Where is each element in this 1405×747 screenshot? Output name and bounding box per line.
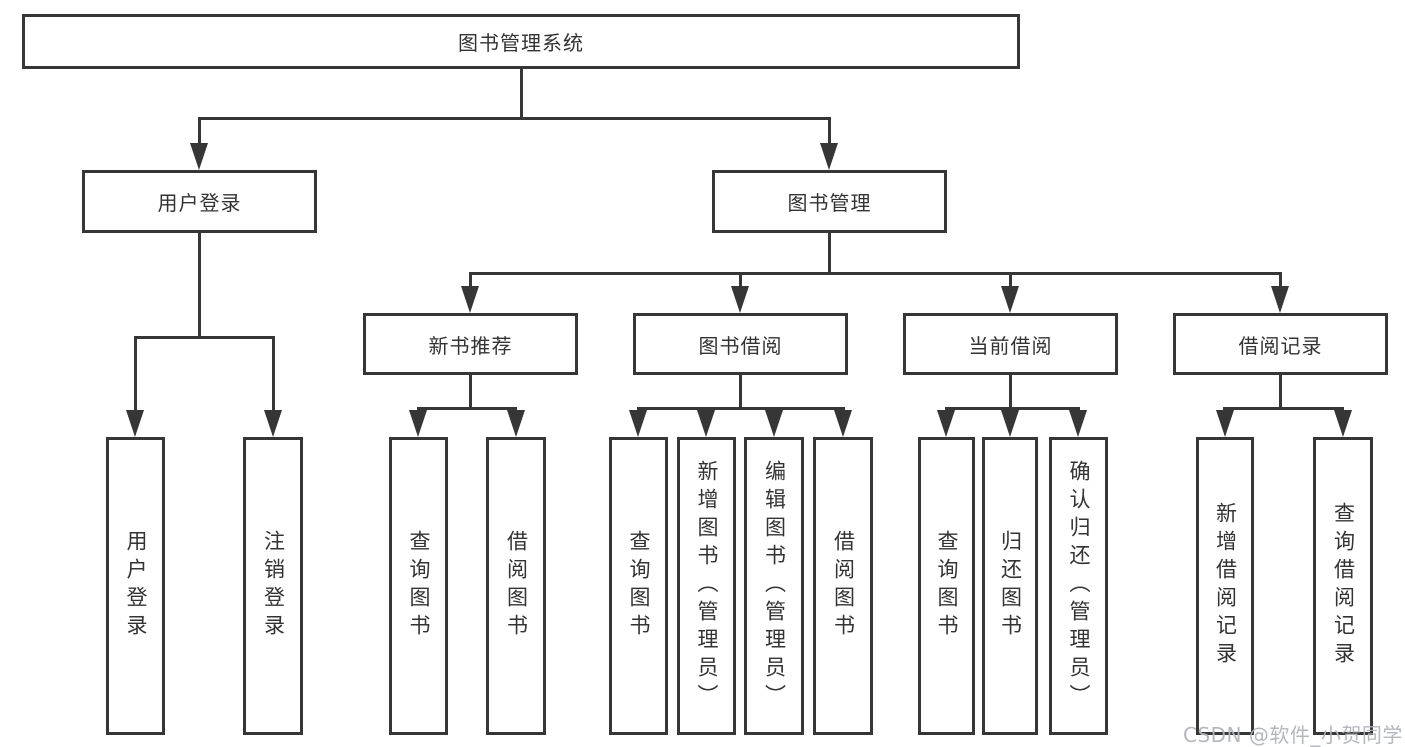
node-current-borrowing: 当前借阅	[903, 313, 1118, 375]
connector-g1-split	[637, 407, 845, 410]
arrowhead-g0-leaf2	[507, 410, 525, 437]
arrowhead-g3-leaf2	[1334, 410, 1352, 437]
connector-book-borrow-drop	[739, 272, 742, 290]
connector-g2-stem	[1009, 373, 1012, 409]
node-book-management-label: 图书管理	[787, 191, 872, 215]
arrowhead-g1-leaf3	[765, 410, 783, 437]
connector-new-books-drop	[469, 272, 472, 290]
leaf-recommend-borrow-books: 借阅图书	[486, 437, 546, 735]
arrowhead-g3-leaf1	[1216, 410, 1234, 437]
csdn-watermark: CSDN @软件_小贺同学	[1183, 723, 1403, 747]
connector-book-mgmt-drop	[828, 117, 831, 146]
leaf-borrow-books-label: 借阅图书	[831, 530, 856, 642]
arrowhead-current-borrow	[1001, 286, 1019, 313]
leaf-recommend-query-books: 查询图书	[389, 437, 448, 735]
node-library-system-label: 图书管理系统	[458, 31, 584, 55]
arrowhead-g1-leaf2	[697, 410, 715, 437]
leaf-add-borrow-record-label: 新增借阅记录	[1213, 502, 1238, 670]
arrowhead-g0-leaf1	[409, 410, 427, 437]
leaf-edit-books-admin-label: 编辑图书（管理员）	[762, 460, 787, 712]
leaf-user-login-label: 用户登录	[124, 530, 148, 642]
arrowhead-borrow-records	[1271, 286, 1289, 313]
leaf-confirm-return-admin-label: 确认归还（管理员）	[1067, 460, 1091, 712]
node-new-book-recommend-label: 新书推荐	[428, 333, 513, 358]
connector-g1-stem	[739, 373, 742, 409]
leaf-confirm-return-admin: 确认归还（管理员）	[1049, 437, 1108, 735]
connector-level2-split	[198, 117, 831, 120]
node-book-borrowing-label: 图书借阅	[698, 333, 783, 358]
arrowhead-book-borrow	[731, 286, 749, 313]
leaf-recommend-borrow-books-label: 借阅图书	[504, 530, 529, 642]
leaf-add-books-admin: 新增图书（管理员）	[677, 437, 736, 735]
node-library-system: 图书管理系统	[22, 14, 1020, 69]
leaf-logout: 注销登录	[243, 437, 303, 735]
arrowhead-user-login	[190, 143, 208, 170]
arrowhead-g1-leaf4	[834, 410, 852, 437]
node-user-login-label: 用户登录	[157, 191, 242, 215]
leaf-borrow-books: 借阅图书	[813, 437, 873, 735]
connector-g0-stem	[469, 373, 472, 409]
connector-current-borrow-drop	[1009, 272, 1012, 290]
leaf-add-books-admin-label: 新增图书（管理员）	[695, 460, 719, 712]
connector-g0-split	[417, 407, 517, 410]
arrowhead-new-books	[461, 286, 479, 313]
connector-g3-stem	[1279, 373, 1282, 409]
leaf-recommend-query-books-label: 查询图书	[407, 530, 431, 642]
leaf-borrow-query-books-label: 查询图书	[627, 530, 651, 642]
connector-user-login-split	[134, 336, 274, 339]
arrowhead-logout-leaf	[264, 410, 282, 437]
node-current-borrowing-label: 当前借阅	[968, 333, 1053, 358]
leaf-query-borrow-record-label: 查询借阅记录	[1331, 502, 1356, 670]
connector-root-stem	[520, 67, 523, 119]
connector-g2-split	[945, 407, 1080, 410]
connector-level3-split	[469, 272, 1282, 275]
leaf-user-login: 用户登录	[106, 437, 165, 735]
connector-login-leaf-drop	[134, 336, 137, 414]
node-borrowing-records-label: 借阅记录	[1238, 333, 1323, 358]
leaf-query-borrow-record: 查询借阅记录	[1313, 437, 1373, 735]
leaf-logout-label: 注销登录	[261, 530, 286, 642]
leaf-borrow-query-books: 查询图书	[609, 437, 668, 735]
connector-g3-split	[1223, 407, 1344, 410]
connector-logout-leaf-drop	[272, 336, 275, 414]
leaf-current-query-books-label: 查询图书	[935, 530, 959, 642]
arrowhead-g1-leaf1	[629, 410, 647, 437]
leaf-current-query-books: 查询图书	[918, 437, 975, 735]
leaf-edit-books-admin: 编辑图书（管理员）	[744, 437, 804, 735]
arrowhead-g2-leaf3	[1069, 410, 1087, 437]
connector-user-login-stem	[198, 231, 201, 338]
arrowhead-login-leaf	[126, 410, 144, 437]
node-user-login: 用户登录	[82, 170, 317, 233]
node-book-borrowing: 图书借阅	[633, 313, 848, 375]
node-new-book-recommend: 新书推荐	[363, 313, 578, 375]
leaf-return-books-label: 归还图书	[998, 530, 1023, 642]
arrowhead-book-mgmt	[820, 143, 838, 170]
leaf-add-borrow-record: 新增借阅记录	[1196, 437, 1254, 735]
arrowhead-g2-leaf2	[1001, 410, 1019, 437]
arrowhead-g2-leaf1	[937, 410, 955, 437]
connector-book-mgmt-stem	[828, 231, 831, 274]
leaf-return-books: 归还图书	[982, 437, 1038, 735]
node-borrowing-records: 借阅记录	[1173, 313, 1388, 375]
connector-user-login-drop	[198, 117, 201, 146]
connector-borrow-records-drop	[1279, 272, 1282, 290]
node-book-management: 图书管理	[712, 170, 947, 233]
